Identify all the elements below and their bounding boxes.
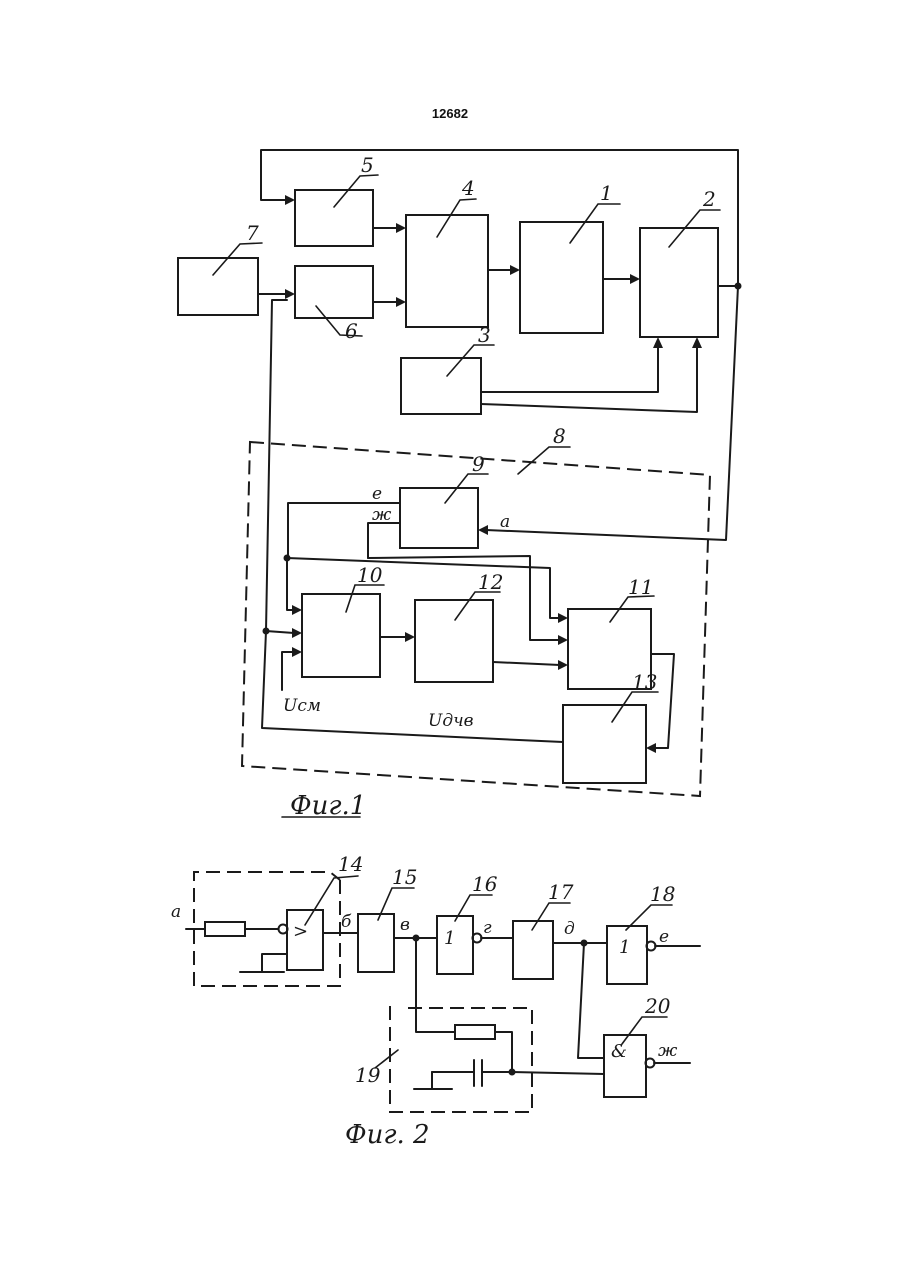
block-10 — [302, 594, 380, 677]
label-block-15: 15 — [392, 865, 417, 889]
label-block-14: 14 — [338, 852, 363, 876]
block-1 — [520, 222, 603, 333]
label-block-10: 10 — [357, 563, 383, 587]
page-number: 12682 — [400, 106, 500, 121]
resistor-19 — [455, 1025, 495, 1039]
block-4 — [406, 215, 488, 327]
label-block-1: 1 — [600, 181, 613, 205]
block-3 — [401, 358, 481, 414]
figure-1: 5 7 6 4 1 2 3 8 9 10 12 11 13 е ж а Uсм … — [178, 150, 742, 821]
label-block-2: 2 — [702, 187, 716, 211]
voltage-u-dch: Uдчв — [428, 711, 474, 731]
signal-e: е — [372, 484, 382, 504]
comparator-symbol: > — [293, 921, 308, 942]
resistor — [205, 922, 245, 936]
label-block-20: 20 — [644, 994, 671, 1018]
block-5 — [295, 190, 373, 246]
arrow — [285, 195, 295, 205]
voltage-u-sm: Uсм — [283, 696, 321, 716]
label-block-16: 16 — [472, 872, 498, 896]
label-block-6: 6 — [345, 319, 358, 343]
signal-v: в — [400, 915, 410, 935]
and-20-symbol: & — [611, 1041, 627, 1062]
signal-e: е — [659, 927, 669, 947]
inverter-18-symbol: 1 — [619, 937, 630, 958]
label-block-17: 17 — [548, 880, 574, 904]
figure-2: 14 15 16 17 18 19 20 > 1 1 & а б в г д е… — [171, 852, 700, 1150]
label-block-8: 8 — [553, 424, 566, 448]
signal-a: а — [171, 902, 181, 922]
figure-1-caption: Фиг.1 — [290, 791, 366, 821]
block-6 — [295, 266, 373, 318]
signal-d: д — [564, 919, 575, 939]
block-2 — [640, 228, 718, 337]
block-13 — [563, 705, 646, 783]
signal-zh: ж — [658, 1041, 678, 1061]
label-block-9: 9 — [472, 452, 485, 476]
block-9 — [400, 488, 478, 548]
label-block-11: 11 — [628, 575, 653, 599]
inverter-16-symbol: 1 — [444, 928, 455, 949]
label-block-13: 13 — [632, 670, 657, 694]
signal-zh: ж — [372, 505, 392, 525]
block-19-boundary — [390, 1000, 532, 1112]
signal-g: г — [483, 918, 492, 938]
label-block-19: 19 — [355, 1063, 381, 1087]
block-7 — [178, 258, 258, 315]
block-8-boundary — [242, 442, 710, 796]
block-12 — [415, 600, 493, 682]
label-block-18: 18 — [650, 882, 675, 906]
block-15 — [358, 914, 394, 972]
label-block-12: 12 — [478, 570, 503, 594]
figure-2-caption: Фиг. 2 — [345, 1120, 430, 1150]
label-block-3: 3 — [478, 323, 491, 347]
signal-b: б — [341, 912, 352, 932]
label-block-4: 4 — [461, 176, 475, 200]
signal-a: а — [500, 512, 510, 532]
label-block-7: 7 — [246, 221, 259, 245]
label-block-5: 5 — [361, 153, 374, 177]
